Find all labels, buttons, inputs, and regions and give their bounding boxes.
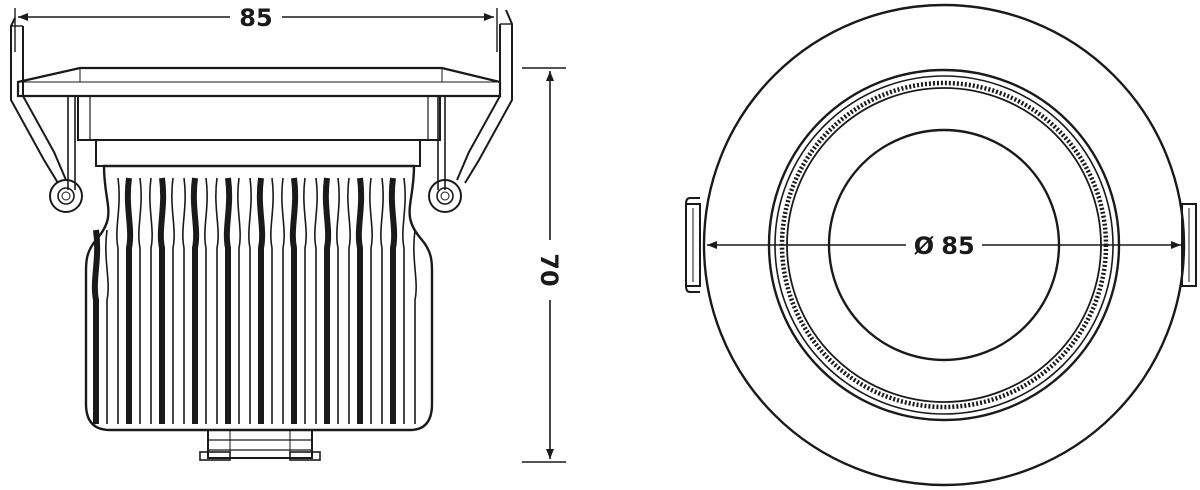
side-view: 85 [10, 4, 566, 463]
heatsink-fin [413, 229, 417, 424]
heatsink-fin [215, 177, 219, 424]
heatsink-fin [289, 177, 299, 424]
housing-collar [67, 95, 446, 190]
heatsink-fin [105, 229, 109, 424]
heatsink-fin [402, 177, 406, 424]
heatsink-fin [138, 177, 142, 424]
heatsink-fin [388, 177, 398, 424]
heatsink-fins [91, 177, 417, 424]
diameter-dimension: Ø 85 [707, 232, 1181, 260]
heatsink-fin [369, 177, 373, 424]
outer-trim-ring [702, 3, 1186, 487]
heatsink-fin [347, 177, 351, 424]
trim-flange [16, 66, 502, 98]
height-dimension-label: 70 [535, 253, 563, 286]
heatsink-fin [270, 177, 274, 424]
heatsink-fin [204, 177, 208, 424]
height-dimension: 70 [522, 67, 566, 463]
heatsink-fin [314, 177, 318, 424]
diameter-label: 85 [941, 232, 974, 260]
heatsink-fin [281, 177, 285, 424]
heatsink-fin [380, 177, 384, 424]
heatsink-fin [116, 177, 120, 424]
front-clip-right [1181, 203, 1197, 287]
heatsink-fin [237, 177, 241, 424]
heatsink-fin [182, 177, 186, 424]
heatsink-fin [171, 177, 175, 424]
connector [199, 429, 321, 461]
heatsink-fin [91, 229, 101, 424]
diameter-symbol: Ø [914, 232, 934, 260]
heatsink-fin [322, 177, 332, 424]
heatsink-fin [355, 177, 365, 424]
front-view: Ø 85 [685, 3, 1197, 487]
heatsink [84, 164, 434, 432]
heatsink-fin [149, 177, 153, 424]
spring-clip-left [10, 17, 83, 213]
heatsink-fin [336, 177, 340, 424]
spring-clip-right [428, 9, 513, 213]
heatsink-fin [190, 177, 200, 424]
heatsink-fin [303, 177, 307, 424]
heatsink-fin [256, 177, 266, 424]
front-clip-left [685, 197, 701, 293]
width-dimension: 85 [14, 4, 498, 52]
width-dimension-label: 85 [239, 4, 272, 32]
heatsink-fin [124, 177, 134, 424]
heatsink-fin [157, 177, 167, 424]
heatsink-fin [248, 177, 252, 424]
heatsink-fin [223, 177, 233, 424]
